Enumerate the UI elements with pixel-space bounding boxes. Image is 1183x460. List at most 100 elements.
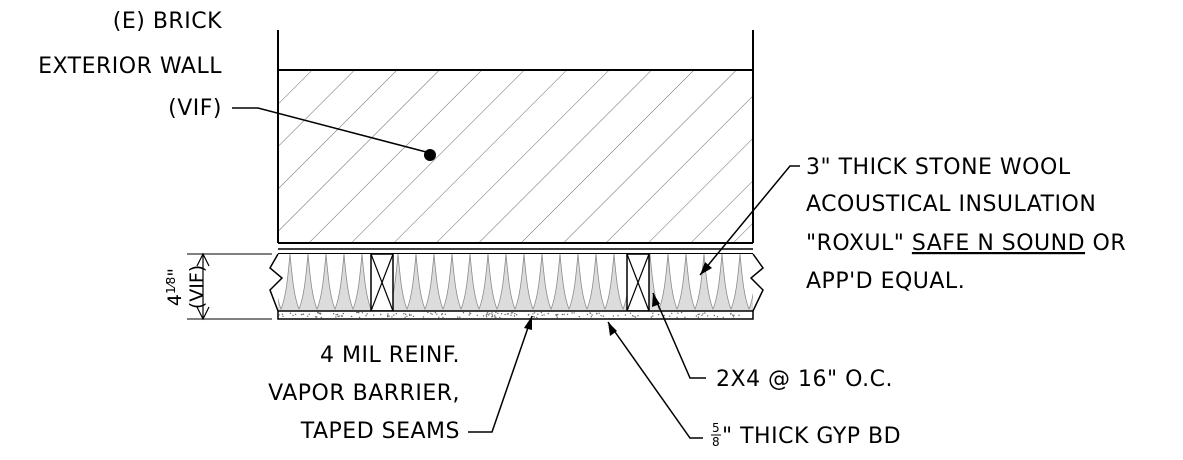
gyp-speckle	[491, 316, 493, 318]
gyp-speckle	[600, 315, 602, 317]
gyp-speckle	[612, 315, 615, 317]
insulation-batt-loop	[541, 254, 561, 311]
gyp-speckle	[591, 314, 593, 316]
gyp-speckle	[556, 316, 558, 318]
insulation-batt-loop	[289, 254, 309, 311]
insulation-batt-loop	[758, 254, 776, 309]
gyp-speckle	[652, 315, 654, 317]
leader-gyp-board	[607, 321, 703, 439]
gyp-speckle	[589, 312, 592, 314]
gyp-speckle	[506, 313, 509, 315]
gyp-speckle	[281, 313, 283, 315]
stud-right	[626, 253, 650, 312]
insulation-batt-loop	[721, 254, 741, 311]
gyp-speckle	[422, 316, 425, 318]
insulation-batt-loop	[667, 254, 687, 311]
insulation-batt-loop	[577, 254, 597, 311]
gyp-speckle	[633, 315, 635, 318]
gyp-speckle	[342, 312, 344, 315]
gyp-speckle	[482, 315, 485, 317]
gyp-speckle	[294, 313, 297, 316]
gyp-speckle	[634, 316, 637, 318]
gyp-speckle	[292, 314, 294, 317]
gyp-speckle	[335, 314, 337, 316]
label-insulation-line2: ACOUSTICAL INSULATION	[806, 192, 1096, 217]
gyp-speckle	[598, 312, 600, 314]
insulation-batt-loop	[415, 254, 435, 311]
stud-left	[370, 253, 394, 312]
gyp-speckle	[631, 315, 634, 317]
gyp-speckle	[510, 312, 513, 314]
gyp-speckle	[540, 311, 542, 314]
gyp-speckle	[356, 311, 358, 314]
gyp-speckle	[732, 314, 734, 316]
gyp-speckle	[695, 315, 698, 317]
brick-wall	[277, 30, 754, 244]
gyp-speckle	[716, 316, 719, 318]
gyp-speckle	[547, 312, 549, 315]
gyp-speckle	[571, 312, 573, 314]
gyp-speckle	[406, 315, 408, 317]
gyp-speckle	[320, 313, 322, 315]
gyp-speckle	[512, 312, 514, 314]
label-vapor-barrier-line3: TAPED SEAMS	[300, 419, 460, 444]
gyp-speckle	[532, 313, 534, 315]
gyp-speckle	[566, 313, 569, 316]
gyp-speckle	[350, 315, 353, 318]
gyp-speckle	[555, 315, 558, 317]
gyp-speckle	[387, 313, 389, 315]
gyp-speckle	[316, 316, 318, 318]
gyp-speckle	[537, 313, 539, 315]
insulation-batt-loop	[451, 254, 471, 311]
gyp-speckle	[487, 312, 489, 314]
gyp-speckle	[676, 316, 678, 319]
gyp-speckle	[586, 313, 589, 316]
gyp-speckle	[340, 315, 343, 317]
gyp-speckle	[510, 314, 512, 316]
gyp-speckle	[527, 314, 530, 316]
gyp-speckle	[504, 313, 506, 316]
leader-insulation	[699, 165, 800, 276]
gyp-speckle	[393, 314, 395, 316]
gyp-speckle	[438, 316, 440, 318]
insulation-batt-loop	[469, 254, 489, 311]
dimension-thickness: 41⁄8" (VIF)	[164, 252, 272, 321]
gyp-speckle	[500, 313, 503, 315]
gyp-speckle	[403, 313, 405, 315]
insulation-layer	[278, 254, 776, 311]
insulation-batt-loop	[649, 254, 669, 311]
insulation-batt-loop	[433, 254, 453, 311]
gyp-speckle	[431, 313, 433, 315]
insulation-batt-loop	[505, 254, 525, 311]
gyp-speckle	[680, 311, 683, 314]
label-brick-wall-line3: (VIF)	[168, 96, 222, 121]
leader-brick-wall	[232, 107, 436, 161]
insulation-batt-loop	[523, 254, 543, 311]
gyp-speckle	[302, 313, 304, 315]
gyp-speckle	[722, 316, 724, 318]
svg-text:41⁄8": 41⁄8"	[164, 268, 186, 306]
gyp-speckle	[543, 314, 545, 316]
gyp-speckle	[289, 312, 292, 314]
gyp-speckle	[395, 313, 397, 315]
gyp-speckle	[573, 312, 575, 314]
gyp-text: " THICK GYP BD	[722, 424, 901, 449]
insulation-batt-loop	[307, 254, 327, 311]
gyp-speckle	[476, 314, 478, 316]
insulation-batt-loop	[559, 254, 579, 311]
gyp-speckle	[468, 314, 470, 316]
gyp-speckle	[652, 312, 654, 314]
gyp-speckle	[602, 315, 605, 317]
gyp-speckle	[427, 311, 429, 314]
gyp-speckle	[373, 314, 375, 316]
gyp-speckle	[308, 313, 310, 315]
gyp-speckle	[469, 312, 472, 315]
label-insulation-line3: "ROXUL" SAFE N SOUND OR	[806, 231, 1126, 256]
label-gyp-board: 5 8 " THICK GYP BD	[712, 413, 901, 452]
insulation-batt-loop	[343, 254, 363, 311]
gyp-speckle	[637, 315, 639, 317]
gyp-speckle	[513, 315, 516, 317]
insulation-batt-loop	[487, 254, 507, 311]
label-insulation-product: SAFE N SOUND	[912, 231, 1085, 256]
leader-stud	[652, 292, 706, 379]
